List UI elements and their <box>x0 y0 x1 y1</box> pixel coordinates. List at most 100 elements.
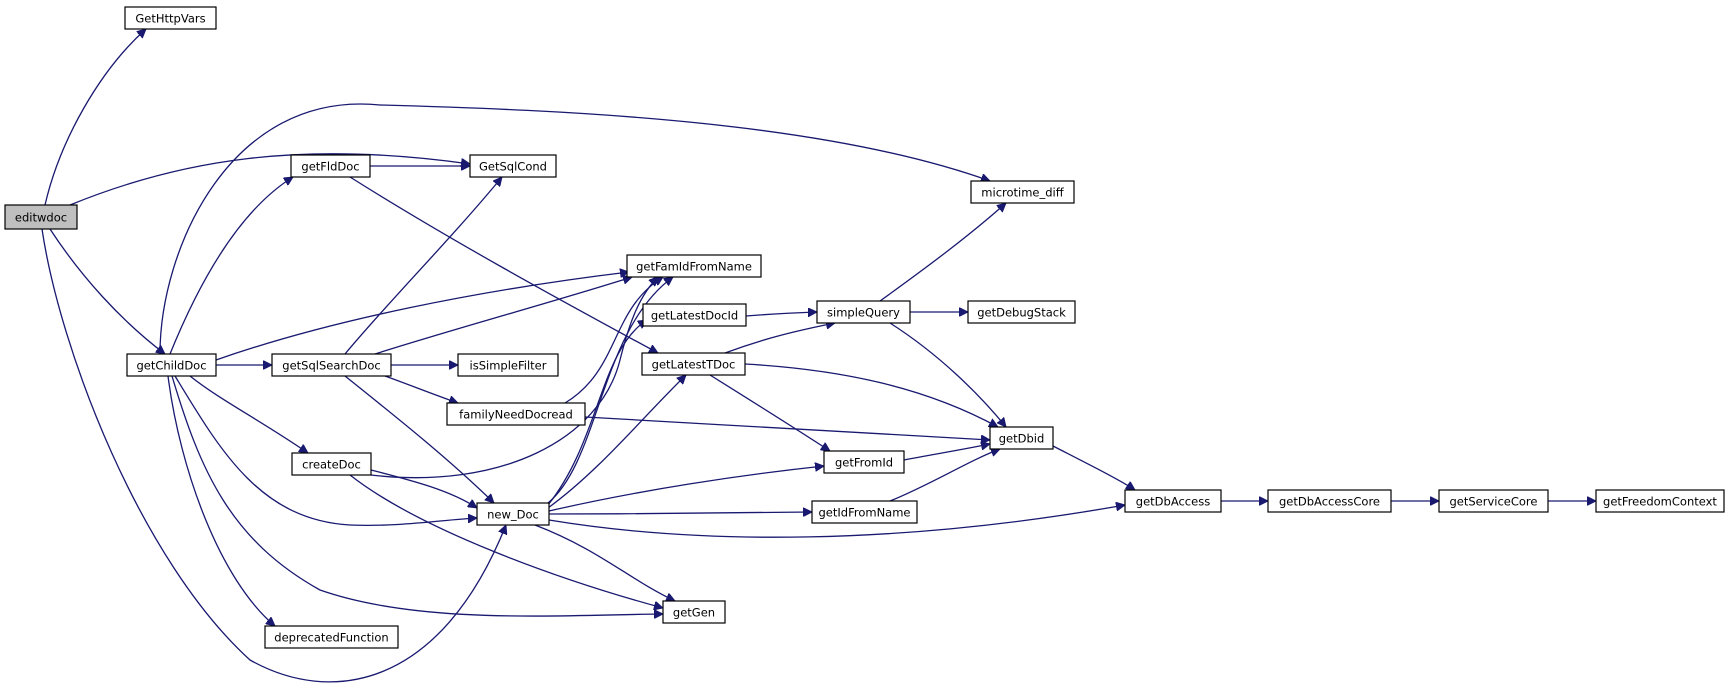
node-label: getFldDoc <box>301 160 359 174</box>
node-getDbid[interactable]: getDbid <box>989 426 1054 450</box>
node-box <box>457 353 559 377</box>
edge-createDoc-to-getFamIdFromName <box>370 277 658 479</box>
node-label: familyNeedDocread <box>459 408 573 422</box>
node-box <box>1595 489 1725 513</box>
edge-new_Doc-to-getFromId <box>548 466 824 512</box>
node-label: getLatestDocId <box>651 309 738 323</box>
node-getFromId[interactable]: getFromId <box>823 450 905 474</box>
node-label: getDbAccessCore <box>1279 495 1380 509</box>
edge-getChildDoc-to-new_Doc <box>174 375 477 526</box>
node-getFamIdFromName[interactable]: getFamIdFromName <box>626 254 762 278</box>
edge-getSqlSearchDoc-to-getFamIdFromName <box>374 277 632 355</box>
node-box <box>823 450 905 474</box>
node-label: getFreedomContext <box>1603 495 1717 509</box>
edge-createDoc-to-new_Doc <box>370 469 477 508</box>
edge-createDoc-to-getGen <box>349 474 663 608</box>
node-getGen[interactable]: getGen <box>662 600 726 624</box>
node-box <box>476 502 550 526</box>
node-getDbAccessCore[interactable]: getDbAccessCore <box>1267 489 1392 513</box>
edge-getChildDoc-to-getFldDoc <box>169 176 293 355</box>
edge-getLatestTDoc-to-simpleQuery <box>724 323 835 354</box>
node-getLatestTDoc[interactable]: getLatestTDoc <box>641 352 746 376</box>
edge-getSqlSearchDoc-to-new_Doc <box>344 375 494 503</box>
node-getSqlSearchDoc[interactable]: getSqlSearchDoc <box>271 353 392 377</box>
edge-new_Doc-to-getLatestTDoc <box>547 375 686 509</box>
node-GetSqlCond[interactable]: GetSqlCond <box>469 154 557 178</box>
edge-getChildDoc-to-deprecatedFunction <box>167 375 275 626</box>
edge-new_Doc-to-getGen <box>534 524 675 601</box>
node-getFreedomContext[interactable]: getFreedomContext <box>1595 489 1725 513</box>
edge-getLatestTDoc-to-getDbid <box>744 363 998 428</box>
edge-familyNeedDocread-to-getDbid <box>584 416 990 440</box>
edge-getLatestTDoc-to-getFromId <box>709 374 830 451</box>
node-label: getLatestTDoc <box>652 358 736 372</box>
edge-new_Doc-to-getIdFromName <box>548 512 812 514</box>
node-getServiceCore[interactable]: getServiceCore <box>1438 489 1549 513</box>
node-box <box>662 600 726 624</box>
node-box <box>816 300 911 324</box>
node-label: isSimpleFilter <box>470 359 547 373</box>
edge-simpleQuery-to-getDbid <box>889 322 1006 427</box>
node-microtime_diff[interactable]: microtime_diff <box>970 180 1075 204</box>
node-createDoc[interactable]: createDoc <box>291 452 372 476</box>
node-label: microtime_diff <box>981 186 1064 200</box>
node-label: getGen <box>673 606 715 620</box>
edge-getLatestDocId-to-simpleQuery <box>745 312 817 316</box>
node-box <box>264 625 399 649</box>
node-getChildDoc[interactable]: getChildDoc <box>126 353 217 377</box>
edges-layer <box>41 29 1596 683</box>
node-getDbAccess[interactable]: getDbAccess <box>1124 489 1222 513</box>
node-label: getServiceCore <box>1449 495 1537 509</box>
node-getFldDoc[interactable]: getFldDoc <box>290 154 371 178</box>
node-box <box>1267 489 1392 513</box>
node-deprecatedFunction[interactable]: deprecatedFunction <box>264 625 399 649</box>
node-label: getSqlSearchDoc <box>282 359 380 373</box>
node-editwdoc[interactable]: editwdoc <box>4 204 78 230</box>
edge-editwdoc-to-new_Doc <box>41 228 506 683</box>
edge-getSqlSearchDoc-to-familyNeedDocread <box>384 375 458 403</box>
edge-familyNeedDocread-to-getFamIdFromName <box>564 276 663 404</box>
node-label: GetHttpVars <box>135 12 205 26</box>
edge-new_Doc-to-getDbAccess <box>548 505 1125 538</box>
edge-new_Doc-to-getLatestDocId <box>547 319 647 506</box>
edge-getFldDoc-to-getLatestTDoc <box>349 176 658 354</box>
node-box <box>469 154 557 178</box>
edge-editwdoc-to-GetSqlCond <box>69 153 470 206</box>
edge-simpleQuery-to-microtime_diff <box>879 203 1006 302</box>
node-label: deprecatedFunction <box>274 631 388 645</box>
node-box <box>642 303 747 327</box>
node-box <box>641 352 746 376</box>
node-label: editwdoc <box>15 211 67 225</box>
edge-editwdoc-to-GetHttpVars <box>44 29 146 206</box>
edge-editwdoc-to-getChildDoc <box>49 228 165 354</box>
node-box <box>291 452 372 476</box>
node-label: getFromId <box>835 456 893 470</box>
edge-getSqlSearchDoc-to-GetSqlCond <box>344 177 502 355</box>
node-box <box>126 353 217 377</box>
node-box <box>967 300 1076 324</box>
node-box <box>626 254 762 278</box>
node-box <box>271 353 392 377</box>
node-label: GetSqlCond <box>479 160 547 174</box>
node-simpleQuery[interactable]: simpleQuery <box>816 300 911 324</box>
node-GetHttpVars[interactable]: GetHttpVars <box>124 6 217 30</box>
edge-getIdFromName-to-getDbid <box>889 449 1000 502</box>
edge-getFromId-to-getDbid <box>903 444 990 461</box>
edge-getChildDoc-to-createDoc <box>189 375 308 453</box>
node-label: getChildDoc <box>136 359 206 373</box>
node-box <box>811 500 918 524</box>
node-getDebugStack[interactable]: getDebugStack <box>967 300 1076 324</box>
node-box <box>446 402 586 426</box>
node-box <box>124 6 217 30</box>
node-familyNeedDocread[interactable]: familyNeedDocread <box>446 402 586 426</box>
node-isSimpleFilter[interactable]: isSimpleFilter <box>457 353 559 377</box>
node-box <box>970 180 1075 204</box>
node-getIdFromName[interactable]: getIdFromName <box>811 500 918 524</box>
node-getLatestDocId[interactable]: getLatestDocId <box>642 303 747 327</box>
node-box <box>1438 489 1549 513</box>
node-new_Doc[interactable]: new_Doc <box>476 502 550 526</box>
edge-getChildDoc-to-getGen <box>171 375 663 616</box>
edge-getChildDoc-to-microtime_diff <box>159 103 990 355</box>
node-label: createDoc <box>302 458 361 472</box>
